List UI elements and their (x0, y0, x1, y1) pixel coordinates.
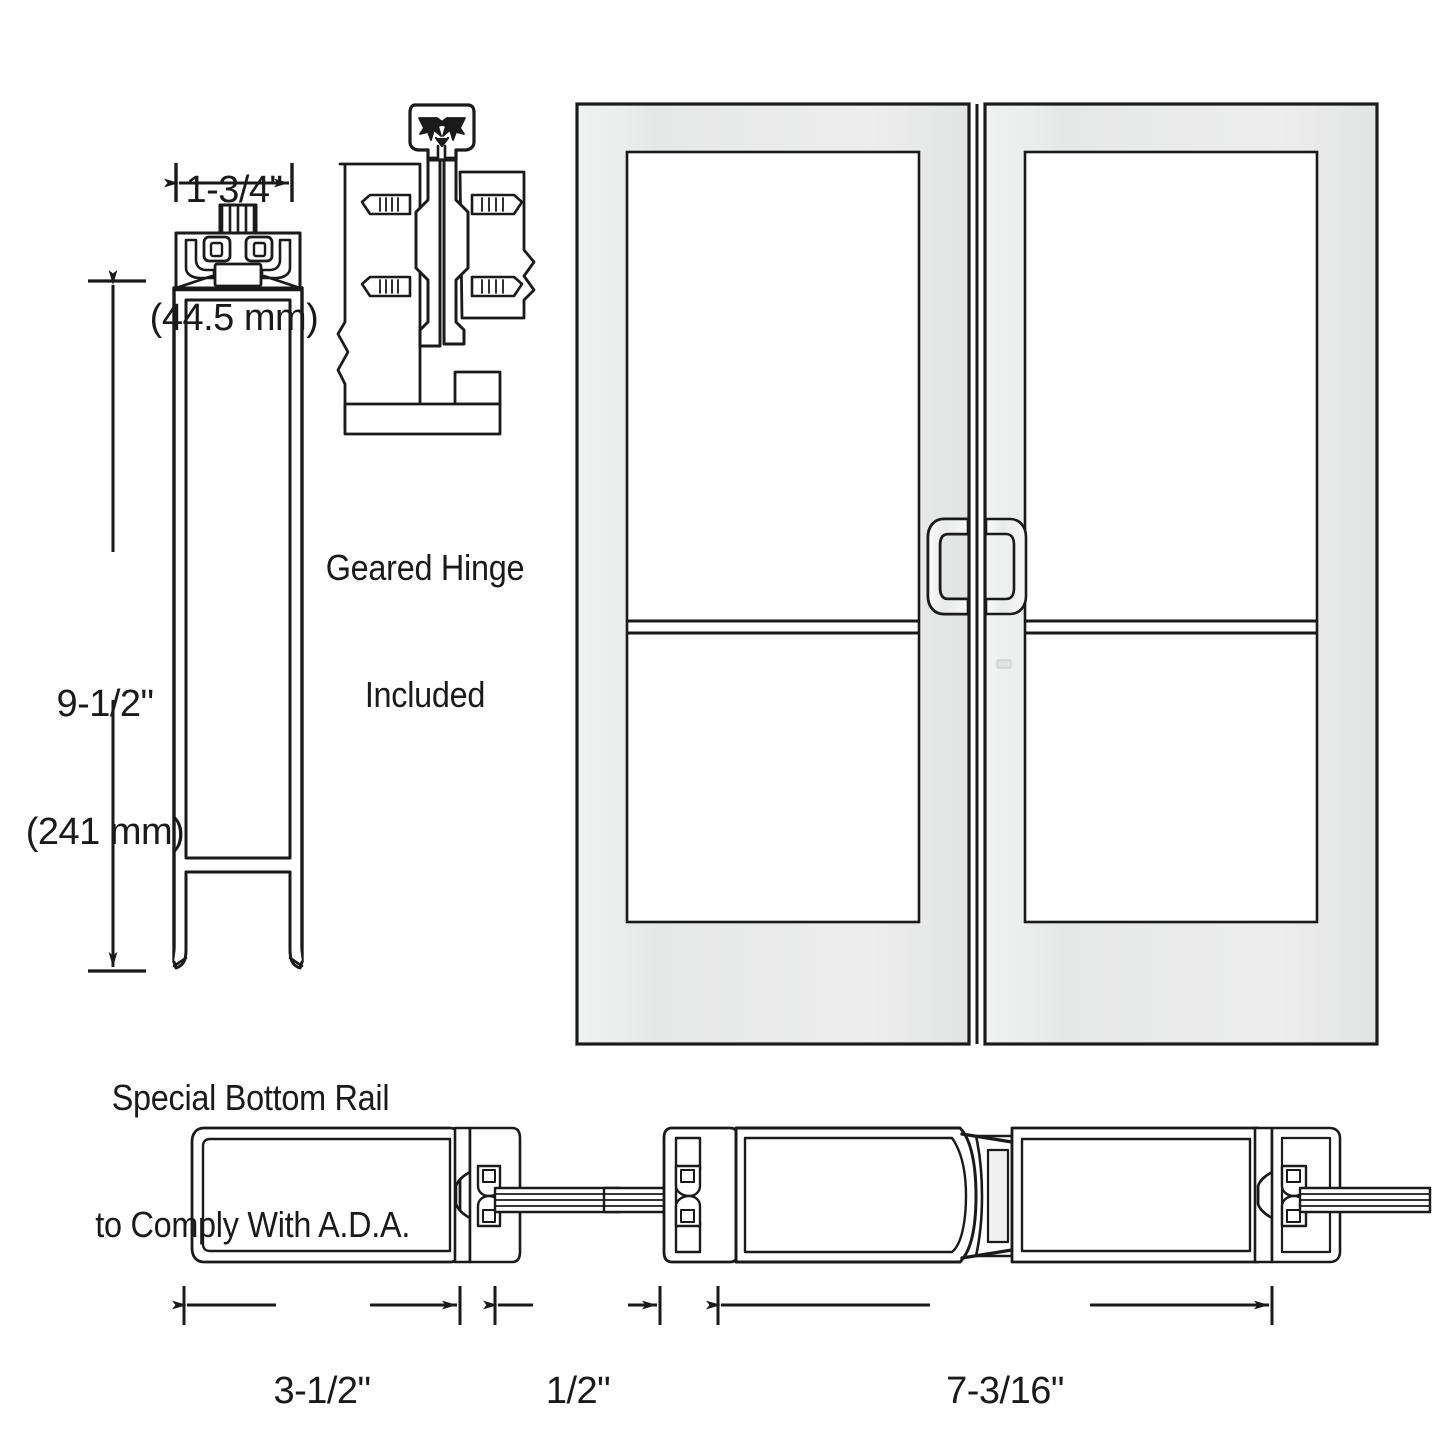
dimension-label-rail-height: 9-1/2" (241 mm) (25, 683, 185, 853)
mid-rail-line (627, 619, 1317, 635)
dimension-rail-width (164, 163, 294, 202)
left-leaf-glass (625, 150, 921, 924)
left-stile-section (190, 1126, 622, 1264)
dimension-label-glass-pocket: 1/2" (12.7 mm) (545, 1370, 611, 1413)
meeting-stile-gap (975, 104, 1012, 1044)
callout-geared-hinge: Geared Hinge Included (325, 546, 525, 716)
bottom-rail-section (172, 203, 304, 970)
door-elevation (575, 102, 1379, 1046)
callout-bottom-rail: Special Bottom Rail to Comply With A.D.A… (95, 1076, 411, 1246)
right-stile-section (1253, 1126, 1432, 1264)
meeting-stile-section (602, 1126, 1260, 1264)
left-door-leaf[interactable] (575, 102, 971, 1046)
right-pull-handle[interactable] (984, 517, 1028, 616)
dimension-glass-pocket (483, 1286, 662, 1325)
dimension-meeting-stile (706, 1286, 1274, 1325)
geared-hinge-section (336, 103, 536, 436)
left-pull-handle[interactable] (926, 517, 970, 616)
right-leaf-glass (1023, 150, 1319, 924)
dimension-stile-width (172, 1286, 462, 1325)
dimension-label-rail-width: 1-3/4" (44.5 mm) (149, 169, 319, 339)
dimension-rail-height (88, 270, 146, 973)
dimension-label-meeting-stile: 7-3/16" (183 mm) (946, 1370, 1064, 1413)
cylinder-lock (996, 659, 1012, 669)
dimension-label-stile-width: 3-1/2" (89 mm) (273, 1370, 371, 1413)
right-door-leaf[interactable] (983, 102, 1379, 1046)
